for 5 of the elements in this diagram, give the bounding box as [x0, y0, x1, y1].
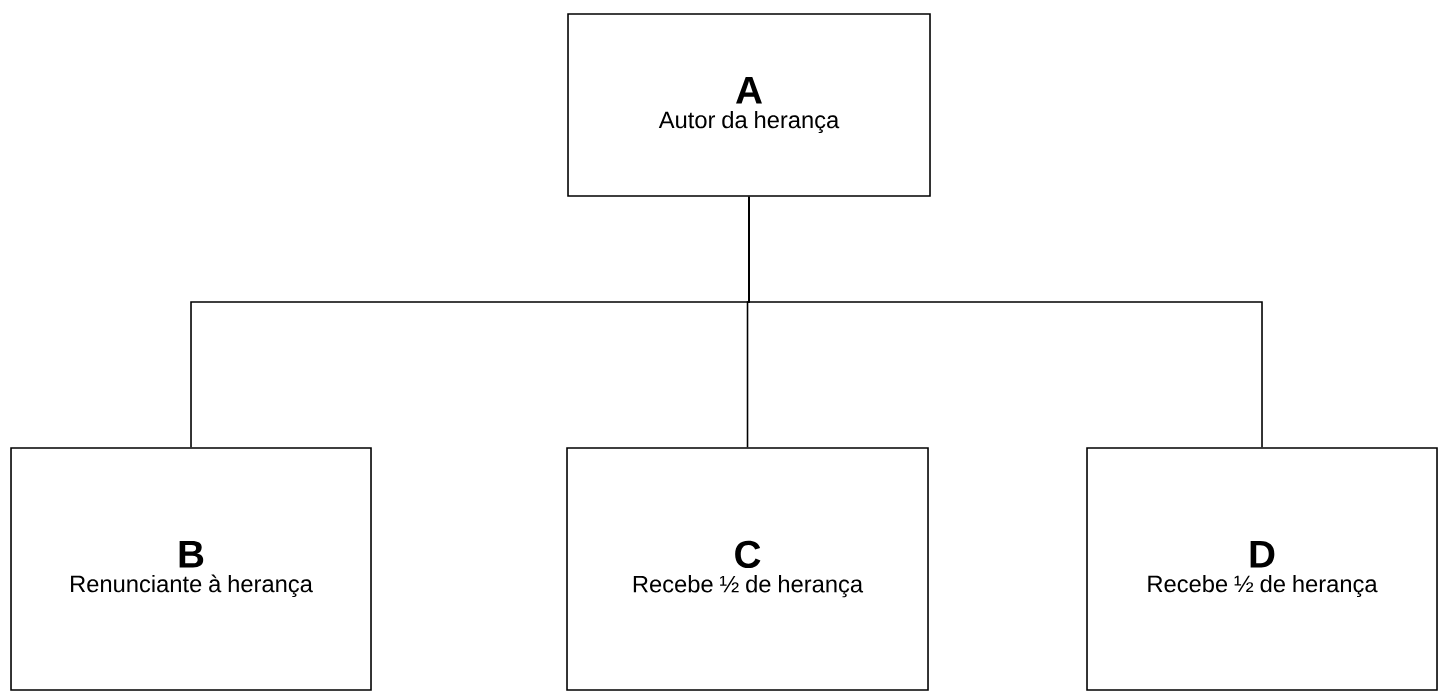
connector-line	[748, 196, 1263, 448]
text-box: C Recebe ½ de herança	[566, 447, 929, 691]
text-box: D Recebe ½ de herança	[1086, 447, 1438, 691]
text-box: A Autor da herança	[567, 13, 931, 197]
text-box: B Renunciante à herança	[10, 447, 372, 691]
